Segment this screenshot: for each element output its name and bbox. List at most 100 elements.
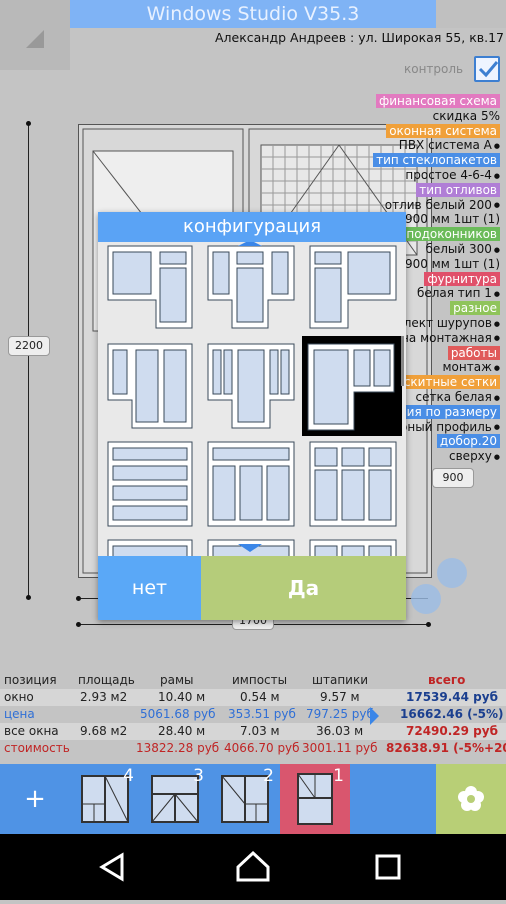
table-row: цена 5061.68 руб 353.51 руб 797.25 руб 1… xyxy=(0,706,506,723)
window-number: 4 xyxy=(123,766,134,786)
back-icon[interactable] xyxy=(99,852,124,882)
spec-value[interactable]: пена монтажная xyxy=(386,331,500,346)
header-cell: площадь xyxy=(78,673,135,687)
sub-width-dimension-label[interactable]: 900 xyxy=(432,468,474,488)
window-item-3[interactable]: 3 xyxy=(140,764,210,834)
no-button[interactable]: нет xyxy=(98,556,201,620)
spec-value[interactable]: ПВХ система A xyxy=(399,138,500,153)
table-cell: все окна xyxy=(4,724,59,738)
spec-value[interactable]: 900 мм 1шт (1) xyxy=(404,256,500,271)
window-item-2[interactable]: 2 xyxy=(210,764,280,834)
table-cell: 28.40 м xyxy=(158,724,206,738)
check-icon xyxy=(478,61,499,78)
config-option-1 xyxy=(107,245,193,329)
dimension-end-dot xyxy=(26,121,31,126)
grid-scrollbar[interactable] xyxy=(401,336,404,386)
dimension-end-dot xyxy=(76,596,81,601)
config-option-6-selected xyxy=(302,336,402,436)
header-cell: штапики xyxy=(312,673,369,687)
table-cell: 7.03 м xyxy=(240,724,280,738)
dimension-end-dot xyxy=(26,595,31,600)
height-dimension-label[interactable]: 2200 xyxy=(8,336,50,356)
table-row: стоимость 13822.28 руб 4066.70 руб 3001.… xyxy=(0,740,506,757)
config-option-5 xyxy=(207,343,295,429)
window-item-1-active[interactable]: 1 xyxy=(280,764,350,834)
window-thumbnail-icon xyxy=(297,773,333,825)
table-cell: окно xyxy=(4,690,34,704)
spec-value[interactable]: 900 мм 1шт (1) xyxy=(404,212,500,227)
header-cell: всего xyxy=(428,673,466,687)
window-number: 1 xyxy=(333,766,344,786)
spec-value[interactable]: монтаж xyxy=(442,360,500,375)
spec-value[interactable]: простое 4-6-4 xyxy=(405,168,500,183)
spec-category[interactable]: фурнитура xyxy=(424,271,500,286)
configuration-dialog: конфигурация .pn{fill:#cfdcef;stroke:#3a… xyxy=(98,212,406,620)
configuration-options[interactable]: .pn{fill:#cfdcef;stroke:#3a4a5a;stroke-w… xyxy=(98,242,406,556)
header-cell: рамы xyxy=(160,673,194,687)
spec-value[interactable]: белый 300 xyxy=(425,242,500,257)
height-dimension-line xyxy=(28,124,29,598)
config-option-8 xyxy=(207,441,295,527)
flower-icon xyxy=(458,786,484,811)
spec-value[interactable]: скидка 5% xyxy=(432,108,500,123)
recents-icon[interactable] xyxy=(375,854,401,880)
corner-triangle-icon xyxy=(26,30,44,48)
client-info: Александр Андреев : ул. Широкая 55, кв.1… xyxy=(214,30,504,45)
spec-category[interactable]: разное xyxy=(450,301,500,316)
header-cell: импосты xyxy=(232,673,288,687)
spec-category[interactable]: тип отливов xyxy=(416,182,500,197)
config-option-9 xyxy=(309,441,397,527)
system-navigation-bar xyxy=(0,834,506,900)
window-number: 3 xyxy=(193,766,204,786)
dimension-end-dot xyxy=(426,622,431,627)
spec-value[interactable]: сверху xyxy=(449,449,500,464)
add-window-button[interactable]: + xyxy=(0,764,70,834)
spec-category[interactable]: оконная система xyxy=(386,123,500,138)
resize-handle[interactable] xyxy=(437,558,467,588)
spec-category[interactable]: добор.20 xyxy=(436,434,500,449)
table-cell: 2.93 м2 xyxy=(80,690,128,704)
resize-handle[interactable] xyxy=(411,584,441,614)
spec-category[interactable]: москитные сетки xyxy=(384,375,500,390)
top-right-panel xyxy=(436,0,506,28)
table-cell: 16662.46 (-5%) xyxy=(400,707,504,721)
spec-category[interactable]: финансовая схема xyxy=(376,94,500,108)
spec-category[interactable]: тип подоконников xyxy=(376,227,500,242)
table-cell: 9.68 м2 xyxy=(80,724,128,738)
control-checkbox[interactable] xyxy=(474,56,500,82)
dialog-title: конфигурация xyxy=(98,212,406,242)
expand-arrow-icon[interactable] xyxy=(370,707,379,725)
config-option-2 xyxy=(207,242,295,329)
table-cell: 82638.91 (-5%+20%) xyxy=(386,741,506,755)
table-cell: 36.03 м xyxy=(316,724,364,738)
table-cell: стоимость xyxy=(4,741,70,755)
spec-value[interactable]: белая тип 1 xyxy=(417,286,500,301)
yes-button[interactable]: Да xyxy=(201,556,406,620)
spec-category[interactable]: тип стеклопакетов xyxy=(373,153,500,168)
table-cell: 353.51 руб xyxy=(228,707,296,721)
spec-category[interactable]: работы xyxy=(447,345,500,360)
dimension-end-dot xyxy=(76,622,81,627)
config-option-12 xyxy=(309,539,397,556)
header-cell: позиция xyxy=(4,673,57,687)
control-label: контроль xyxy=(404,62,464,76)
app-title: Windows Studio V35.3 xyxy=(70,0,436,28)
window-number: 2 xyxy=(263,766,274,786)
spec-value[interactable]: отлив белый 200 xyxy=(385,198,500,213)
settings-button[interactable] xyxy=(436,764,506,834)
config-option-7 xyxy=(107,441,193,527)
config-option-4 xyxy=(107,343,193,429)
table-cell: цена xyxy=(4,707,35,721)
table-cell: 0.54 м xyxy=(240,690,280,704)
spec-value[interactable]: сетка белая xyxy=(415,390,500,405)
window-item-4[interactable]: 4 xyxy=(70,764,140,834)
home-icon[interactable] xyxy=(236,850,270,882)
window-thumbnail-icon xyxy=(221,775,269,823)
config-option-10 xyxy=(107,539,193,556)
configuration-grid[interactable]: .pn{fill:#cfdcef;stroke:#3a4a5a;stroke-w… xyxy=(98,242,406,556)
config-option-3 xyxy=(309,245,397,329)
window-thumbnail-icon xyxy=(81,775,129,823)
table-cell: 4066.70 руб xyxy=(224,741,300,755)
table-cell: 3001.11 руб xyxy=(302,741,378,755)
table-row: все окна 9.68 м2 28.40 м 7.03 м 36.03 м … xyxy=(0,723,506,740)
